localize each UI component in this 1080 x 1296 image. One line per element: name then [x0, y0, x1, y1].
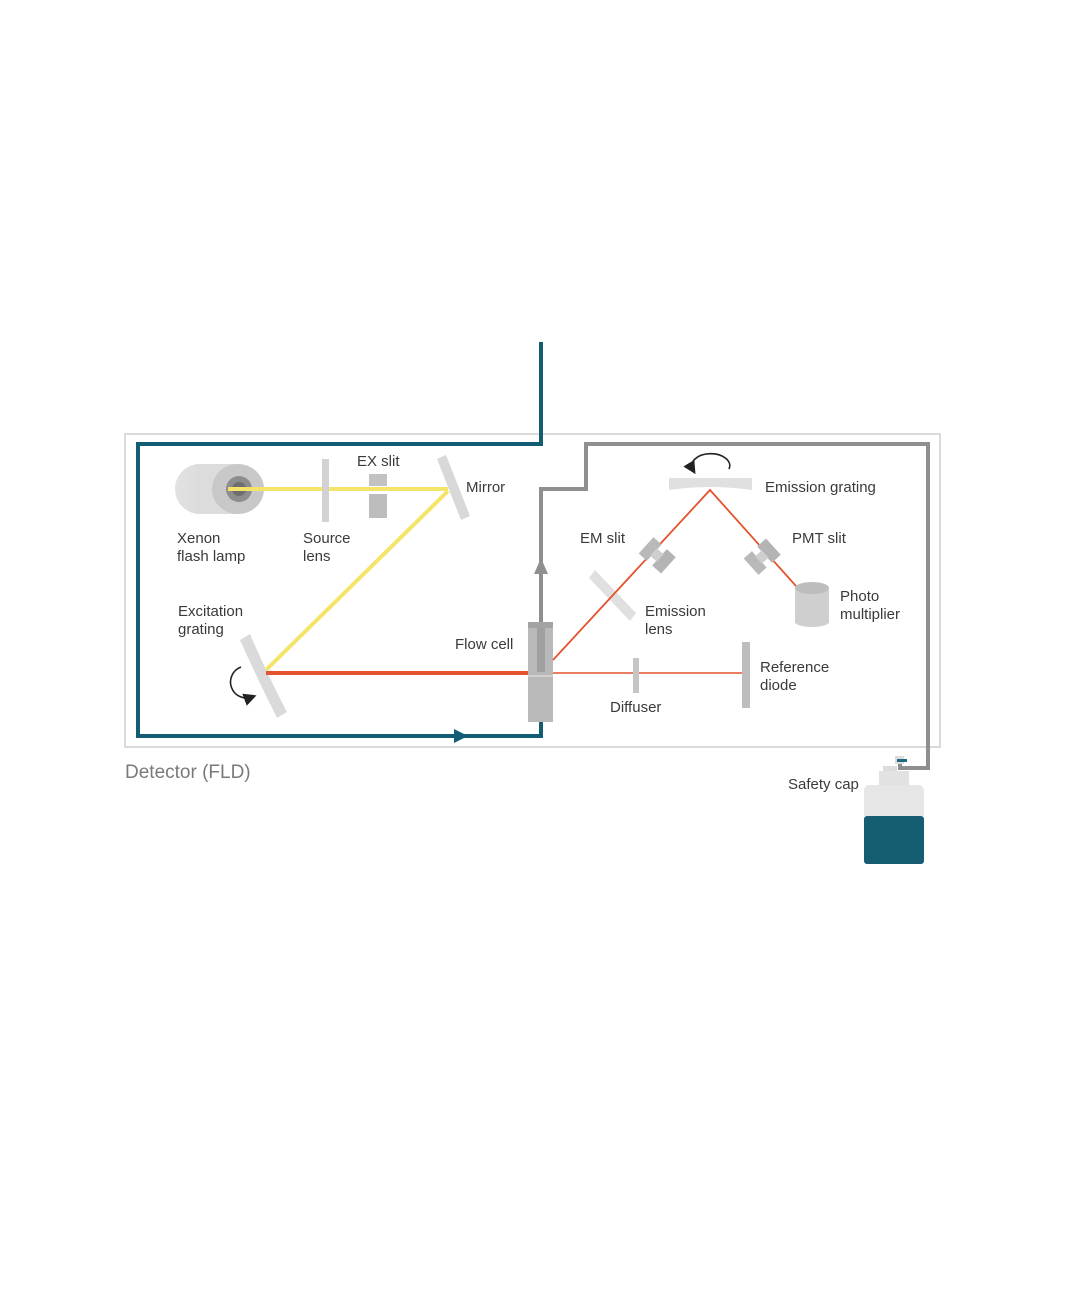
label-xenon-lamp-line1: Xenon — [177, 530, 220, 547]
excitation-beam — [228, 489, 448, 670]
photo-multiplier — [795, 582, 829, 627]
label-reference-diode-line1: Reference — [760, 659, 829, 676]
label-mirror: Mirror — [466, 479, 505, 496]
label-safety-cap: Safety cap — [788, 776, 859, 793]
flow-arrow-right-icon — [454, 729, 468, 743]
flow-arrow-up-icon — [534, 558, 548, 574]
waste-bottle — [864, 756, 924, 864]
label-pmt-slit: PMT slit — [792, 530, 847, 547]
label-source-lens-line2: lens — [303, 548, 331, 565]
rotation-arrow-excitation-icon — [231, 667, 252, 698]
source-lens — [322, 459, 329, 522]
label-excitation-grating-line2: grating — [178, 621, 224, 638]
label-emission-grating: Emission grating — [765, 479, 876, 496]
emission-grating — [669, 478, 752, 490]
rotation-arrow-emission-icon — [692, 454, 730, 470]
flow-cell — [528, 622, 553, 722]
label-ex-slit: EX slit — [357, 453, 400, 470]
diffuser — [633, 658, 639, 693]
label-em-slit: EM slit — [580, 530, 626, 547]
label-emission-lens-line2: lens — [645, 621, 673, 638]
label-reference-diode-line2: diode — [760, 677, 797, 694]
ex-slit — [369, 474, 387, 518]
label-xenon-lamp-line2: flash lamp — [177, 548, 245, 565]
label-photo-multiplier-line1: Photo — [840, 588, 879, 605]
label-excitation-grating-line1: Excitation — [178, 603, 243, 620]
reference-diode — [742, 642, 750, 708]
label-detector: Detector (FLD) — [125, 762, 251, 783]
label-source-lens-line1: Source — [303, 530, 351, 547]
em-slit — [639, 537, 676, 573]
label-diffuser: Diffuser — [610, 699, 661, 716]
label-emission-lens-line1: Emission — [645, 603, 706, 620]
emission-beam — [553, 490, 796, 660]
pmt-slit — [744, 538, 781, 574]
label-flow-cell: Flow cell — [455, 636, 513, 653]
label-photo-multiplier-line2: multiplier — [840, 606, 900, 623]
excitation-grating — [240, 634, 287, 718]
